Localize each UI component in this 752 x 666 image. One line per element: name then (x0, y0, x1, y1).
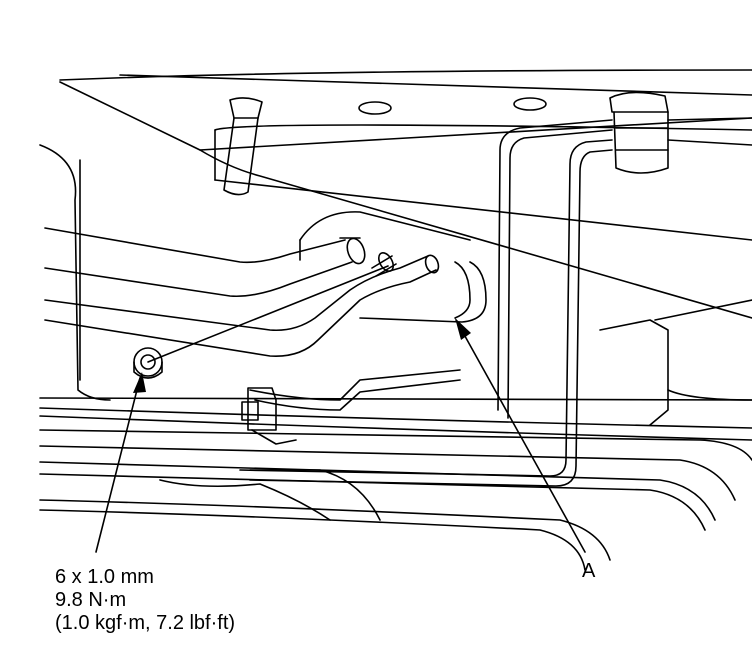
right-clip (609, 91, 752, 174)
nut (133, 347, 163, 379)
floor-panel (59, 69, 752, 319)
fastener-torque-alt-label: (1.0 kgf·m, 7.2 lbf·ft) (55, 612, 236, 634)
part-a-arrow-line (455, 319, 586, 553)
fastener-size-label: 6 x 1.0 mm (55, 566, 154, 588)
fuel-tank (39, 144, 752, 426)
fuel-hoses (44, 227, 437, 357)
part-a-arrowhead (455, 318, 471, 340)
line-bracket (241, 387, 297, 445)
nut-leader (147, 265, 389, 363)
vertical-hoses (239, 119, 613, 487)
nut-arrowhead (133, 372, 146, 393)
part-a-label: A (582, 560, 596, 582)
fastener-torque-label: 9.8 N·m (55, 589, 127, 611)
pipe-fittings (339, 237, 440, 277)
hard-lines (39, 369, 752, 571)
nut-arrow-line (95, 377, 141, 553)
